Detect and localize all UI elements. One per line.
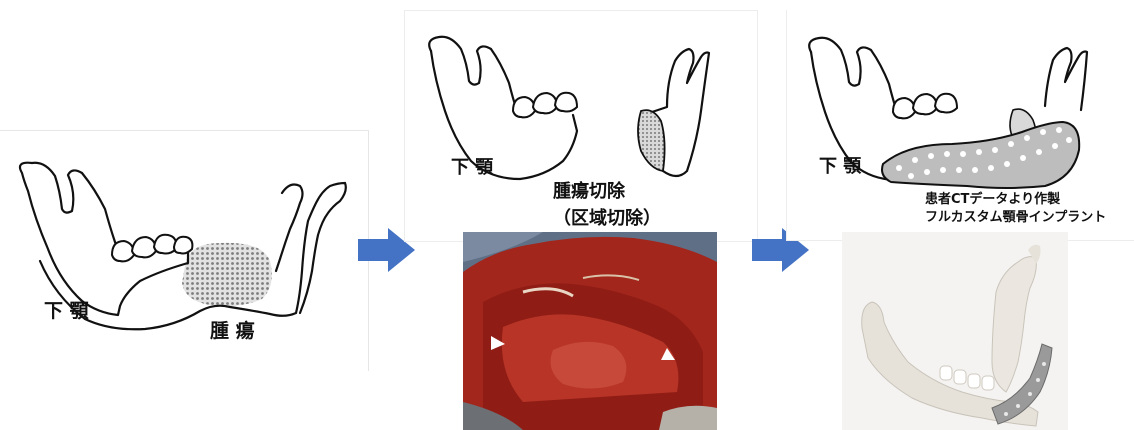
surgical-photo [463, 232, 717, 430]
teeth [893, 94, 957, 119]
implant-caption: 患者CTデータより作製 [925, 188, 1060, 207]
panel-implant: 下 顎 患者CTデータより作製 フルカスタム顎骨インプラント [786, 10, 1134, 241]
implant-caption-sub: フルカスタム顎骨インプラント [925, 206, 1106, 225]
resection-caption: 腫瘍切除 [553, 177, 625, 203]
jaw-label: 下 顎 [44, 296, 89, 323]
tumor-region [182, 243, 272, 306]
jaw-label: 下 顎 [451, 153, 493, 179]
teeth [112, 235, 192, 262]
resected-segment [638, 110, 665, 171]
panel-before-surgery: 下 顎 腫 瘍 [0, 130, 369, 371]
resection-caption-sub: （区域切除） [553, 204, 661, 230]
tumor-label: 腫 瘍 [210, 316, 255, 343]
implant-model-photo [842, 232, 1068, 430]
panel-resection: 下 顎 腫瘍切除 （区域切除） [404, 10, 758, 242]
teeth [513, 93, 577, 118]
jaw-label: 下 顎 [819, 152, 861, 178]
mandible-drawing-before [0, 131, 368, 371]
